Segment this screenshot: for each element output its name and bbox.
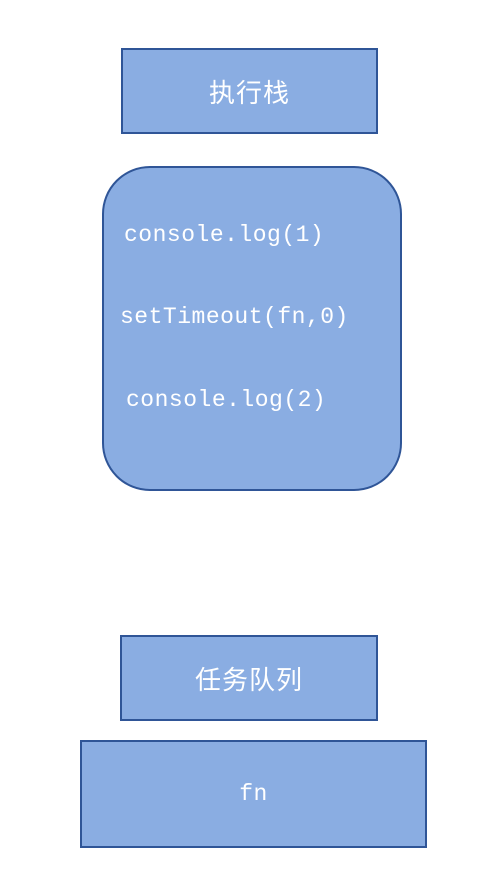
stack-item-console-log-2: console.log(2) [126,387,327,413]
stack-item-console-log-1: console.log(1) [124,222,325,248]
task-queue-title: 任务队列 [194,665,303,696]
execution-stack-title-box: 执行栈 [121,48,378,134]
task-queue-title-box: 任务队列 [120,635,378,721]
stack-item-settimeout: setTimeout(fn,0) [120,304,349,330]
task-queue-box: fn [80,740,427,848]
execution-stack-box: console.log(1) setTimeout(fn,0) console.… [102,166,402,491]
queue-item-fn: fn [239,781,268,807]
execution-stack-title: 执行栈 [208,78,290,109]
